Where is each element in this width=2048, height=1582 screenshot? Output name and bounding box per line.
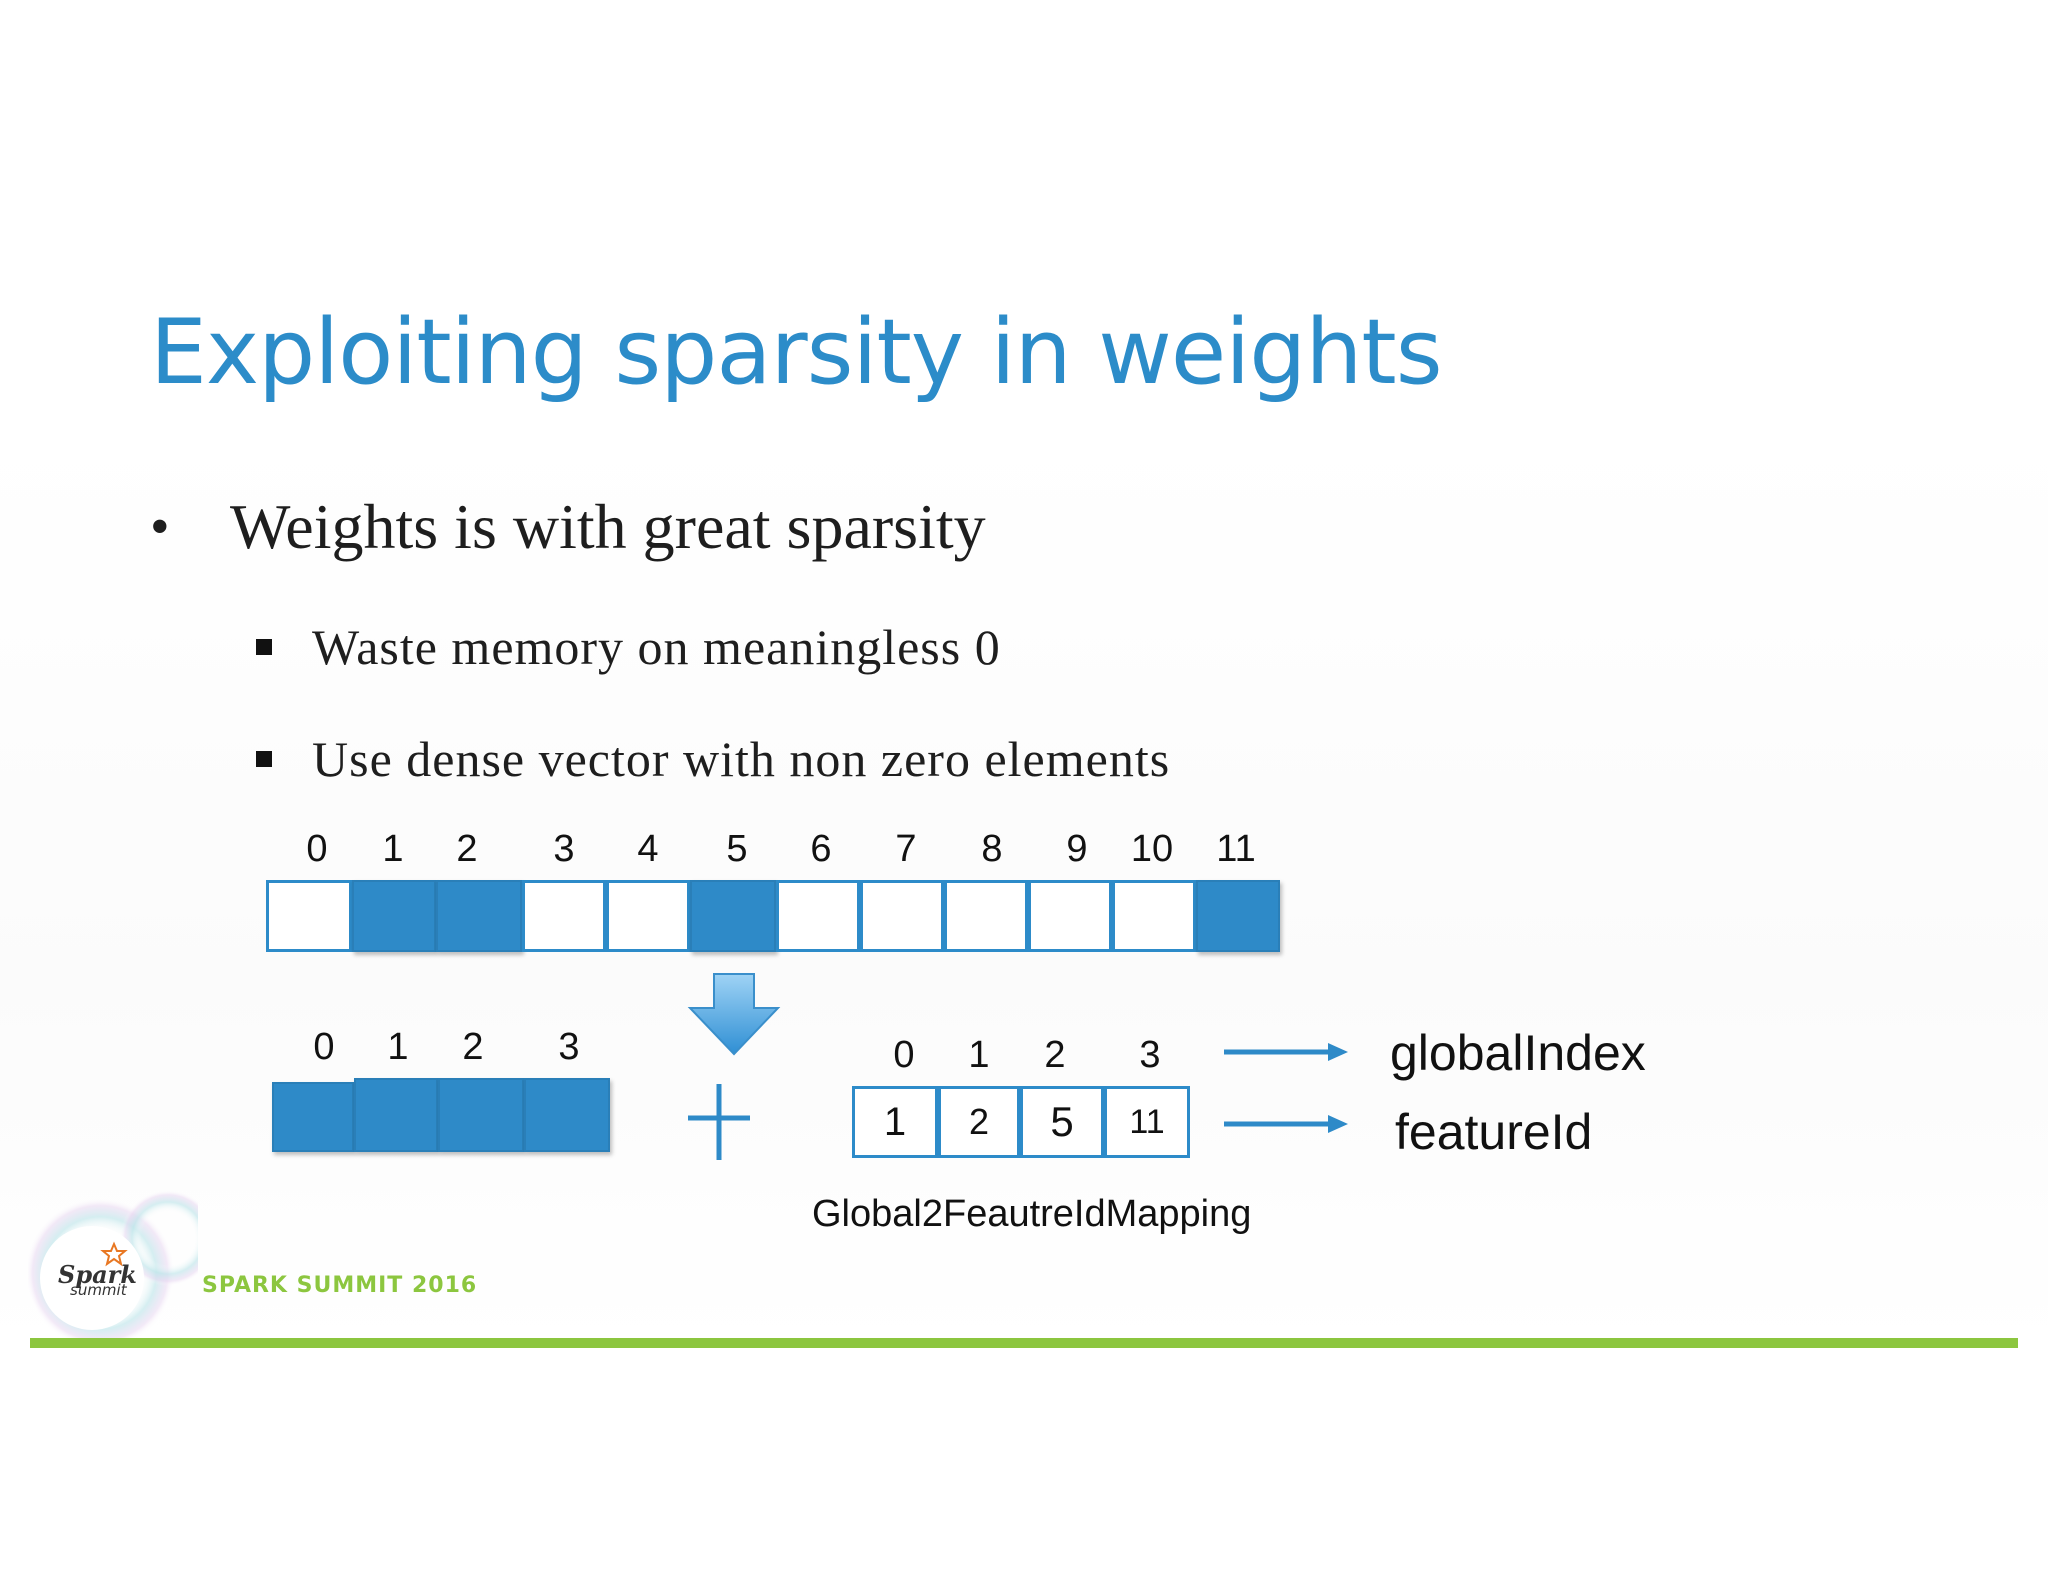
- index-label: 4: [637, 828, 659, 870]
- dense-vector-cell: [354, 1078, 438, 1152]
- index-label: 5: [726, 828, 748, 870]
- bullet-level2-text: Waste memory on meaningless 0: [312, 619, 1001, 675]
- vector-cell-filled: [436, 880, 522, 952]
- global-index-label: globalIndex: [1390, 1025, 1646, 1081]
- vector-cell-filled: [352, 880, 436, 952]
- arrow-right-icon: [1224, 1115, 1348, 1133]
- dense-vector-cell: [272, 1082, 354, 1152]
- index-label: 7: [895, 828, 917, 870]
- arrow-right-icon: [1224, 1043, 1348, 1061]
- dense-vector-cell: [524, 1078, 610, 1152]
- mapping-cell: 1: [852, 1086, 938, 1158]
- index-label: 10: [1130, 828, 1174, 870]
- vector-cell-empty: [776, 880, 860, 952]
- bullet-level2-text: Use dense vector with non zero elements: [312, 731, 1171, 787]
- down-arrow-icon: [687, 973, 781, 1056]
- index-label: 1: [382, 828, 404, 870]
- vector-cell-empty: [944, 880, 1028, 952]
- index-label: 0: [306, 828, 328, 870]
- index-label: 8: [981, 828, 1003, 870]
- index-label: 1: [387, 1026, 409, 1068]
- mapping-cell: 11: [1104, 1086, 1190, 1158]
- mapping-caption: Global2FeautreIdMapping: [812, 1193, 1252, 1235]
- vector-cell-empty: [1112, 880, 1196, 952]
- bullet-square-icon: [256, 751, 272, 767]
- spark-summit-logo: [28, 1190, 198, 1348]
- bullet-level1-text: Weights is with great sparsity: [230, 491, 986, 562]
- feature-id-label: featureId: [1395, 1104, 1593, 1160]
- bullet-dot-icon: •: [150, 496, 170, 558]
- vector-cell-empty: [266, 880, 352, 952]
- logo-wordmark: Spark: [58, 1260, 137, 1289]
- index-label: 3: [1139, 1034, 1161, 1076]
- index-label: 1: [968, 1034, 990, 1076]
- vector-cell-empty: [606, 880, 690, 952]
- logo-subtext: summit: [70, 1281, 127, 1299]
- vector-cell-empty: [860, 880, 944, 952]
- vector-cell-filled: [1196, 880, 1280, 952]
- index-label: 2: [456, 828, 478, 870]
- slide-title: Exploiting sparsity in weights: [150, 300, 1443, 405]
- vector-cell-filled: [690, 880, 776, 952]
- bullet-level2-item: Use dense vector with non zero elements: [256, 730, 1170, 788]
- index-label: 9: [1066, 828, 1088, 870]
- index-label: 3: [553, 828, 575, 870]
- index-label: 0: [893, 1034, 915, 1076]
- vector-cell-empty: [522, 880, 606, 952]
- index-label: 2: [462, 1026, 484, 1068]
- index-label: 11: [1216, 828, 1256, 870]
- bullet-level2-item: Waste memory on meaningless 0: [256, 618, 1001, 676]
- index-label: 3: [558, 1026, 580, 1068]
- index-label: 0: [313, 1026, 335, 1068]
- vector-cell-empty: [1028, 880, 1112, 952]
- mapping-cell: 5: [1020, 1086, 1104, 1158]
- dense-vector-cell: [438, 1078, 524, 1152]
- index-label: 6: [810, 828, 832, 870]
- index-label: 2: [1044, 1034, 1066, 1076]
- footer-event-label: SPARK SUMMIT 2016: [202, 1273, 478, 1298]
- plus-icon: [688, 1084, 750, 1160]
- bullet-level1: • Weights is with great sparsity: [150, 490, 986, 564]
- footer-divider: [30, 1338, 2018, 1348]
- bullet-square-icon: [256, 639, 272, 655]
- mapping-cell: 2: [938, 1086, 1020, 1158]
